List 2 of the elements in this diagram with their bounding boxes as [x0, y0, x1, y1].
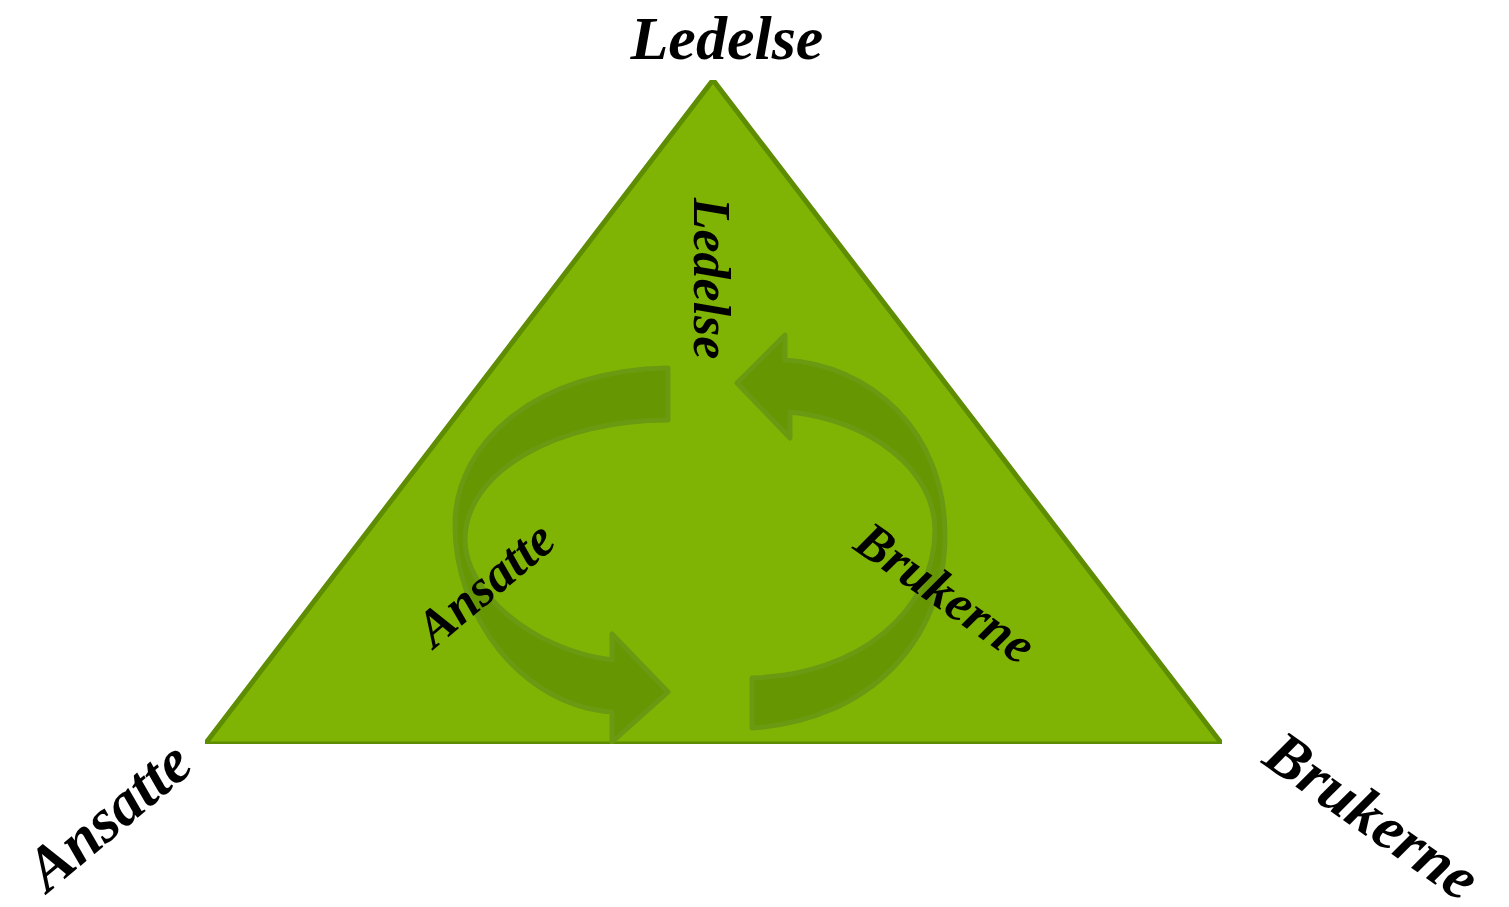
vertex-label: Ledelse: [630, 2, 824, 74]
corner-label: Ledelse: [682, 197, 742, 359]
